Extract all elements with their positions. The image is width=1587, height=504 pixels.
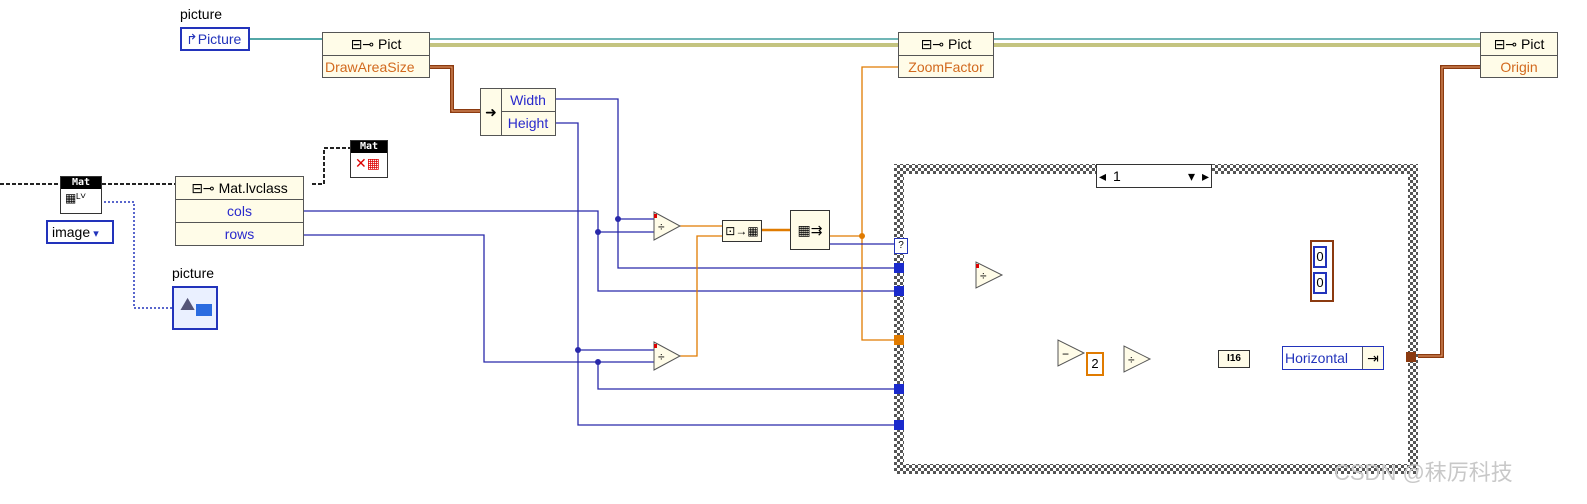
ref-in-icon: ⊟⊸ bbox=[350, 36, 378, 52]
image-enum-constant[interactable]: image ▾ bbox=[46, 220, 114, 244]
divide-node-4[interactable]: ÷ bbox=[1123, 345, 1152, 373]
origin-property[interactable]: Origin bbox=[1500, 59, 1538, 75]
dropdown-icon: ▾ bbox=[90, 228, 99, 240]
divide-node-2[interactable]: ÷ bbox=[653, 341, 682, 371]
unbundle-by-name[interactable]: ➜ Width Height bbox=[480, 88, 556, 136]
ref-in-icon: ⊟⊸ bbox=[920, 36, 948, 52]
picture-indicator-label: picture bbox=[172, 265, 215, 281]
svg-text:−: − bbox=[1062, 347, 1069, 361]
wire-cols[interactable] bbox=[304, 210, 898, 292]
bundle-arrow-icon: ⇥ bbox=[1362, 347, 1383, 369]
divide-node-3[interactable]: ÷ bbox=[975, 261, 1004, 289]
cluster-y-value[interactable]: 0 bbox=[1313, 272, 1327, 294]
build-array-icon[interactable]: ⊡→▦ bbox=[722, 220, 762, 242]
zoom-factor-property[interactable]: ZoomFactor bbox=[908, 59, 984, 75]
unbundle-arrow-icon: ➜ bbox=[481, 89, 502, 135]
wire-rows[interactable] bbox=[304, 234, 654, 363]
constant-two[interactable]: 2 bbox=[1086, 352, 1104, 376]
svg-text:÷: ÷ bbox=[1128, 353, 1135, 367]
ref-in-icon: ⊟⊸ bbox=[191, 180, 219, 196]
wire-height[interactable] bbox=[556, 122, 898, 426]
wire-mat-out[interactable] bbox=[312, 147, 350, 185]
selector-terminal[interactable]: ? bbox=[894, 238, 908, 254]
reference-icon: ↱ bbox=[186, 31, 198, 47]
picture-screen-icon bbox=[196, 304, 212, 316]
bundle-by-name[interactable]: Horizontal ⇥ bbox=[1282, 346, 1384, 370]
draw-area-size-property[interactable]: DrawAreaSize bbox=[325, 59, 415, 75]
subtract-node[interactable]: − bbox=[1057, 339, 1086, 367]
picture-ref-label: picture bbox=[180, 6, 223, 22]
pict-property-node-1[interactable]: ⊟⊸ Pict DrawAreaSize bbox=[322, 32, 430, 78]
case-selector[interactable]: ◂ 1 ▾ ▸ bbox=[1096, 164, 1212, 188]
svg-text:÷: ÷ bbox=[980, 269, 987, 283]
wire-image-display[interactable] bbox=[100, 201, 172, 309]
svg-text:÷: ÷ bbox=[658, 350, 665, 364]
rows-property[interactable]: rows bbox=[224, 226, 255, 242]
mat-property-node[interactable]: ⊟⊸ Mat.lvclass cols rows bbox=[175, 176, 304, 246]
matrix-lv-icon: ▦ᴸⱽ bbox=[65, 191, 86, 205]
width-element[interactable]: Width bbox=[501, 89, 555, 112]
ref-in-icon: ⊟⊸ bbox=[1493, 36, 1521, 52]
case-prev-icon[interactable]: ◂ bbox=[1099, 168, 1107, 184]
case-next-icon[interactable]: ▸ bbox=[1201, 168, 1209, 184]
wire-draw-area-size[interactable] bbox=[430, 65, 480, 113]
cols-property[interactable]: cols bbox=[176, 200, 303, 223]
divide-node-1[interactable]: ÷ bbox=[653, 211, 682, 241]
origin-cluster-constant[interactable]: 0 0 bbox=[1310, 240, 1334, 302]
array-min-max-icon[interactable]: ▦⇉ bbox=[790, 210, 830, 250]
case-dropdown-icon[interactable]: ▾ bbox=[1187, 168, 1195, 184]
horizontal-element[interactable]: Horizontal bbox=[1285, 350, 1349, 366]
to-i16-node[interactable]: I16 bbox=[1218, 350, 1250, 368]
pict-property-node-3[interactable]: ⊟⊸ Pict Origin bbox=[1480, 32, 1558, 78]
height-element[interactable]: Height bbox=[507, 115, 549, 131]
wire-ratio-h[interactable] bbox=[680, 235, 722, 357]
close-x-icon: ✕▦ bbox=[355, 155, 380, 171]
svg-text:÷: ÷ bbox=[658, 220, 665, 234]
mat-to-lv-subvi[interactable]: Mat ▦ᴸⱽ bbox=[60, 176, 102, 214]
picture-icon: ⛰ bbox=[180, 294, 196, 314]
mat-dispose-subvi[interactable]: Mat ✕▦ bbox=[350, 140, 388, 178]
picture-indicator-terminal[interactable]: ⛰ bbox=[172, 286, 218, 330]
cluster-x-value[interactable]: 0 bbox=[1313, 246, 1327, 268]
wire-width[interactable] bbox=[556, 98, 898, 269]
wire-zoom[interactable] bbox=[830, 66, 898, 237]
watermark: CSDN @秣厉科技 bbox=[1334, 460, 1513, 485]
picture-reference[interactable]: ↱Picture bbox=[180, 27, 250, 51]
pict-property-node-2[interactable]: ⊟⊸ Pict ZoomFactor bbox=[898, 32, 994, 78]
